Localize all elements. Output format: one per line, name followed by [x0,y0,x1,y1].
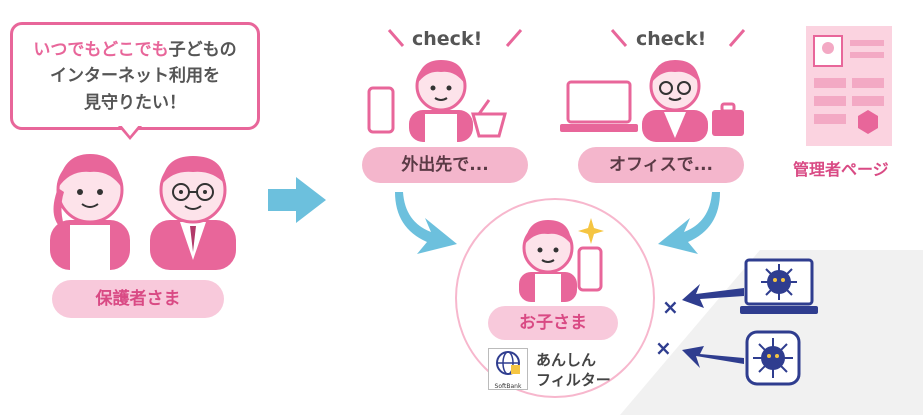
check-label-1: check! [412,28,483,50]
virus-icon [745,330,801,386]
admin-page-illustration [806,26,892,146]
blocked-mark-2: × [655,336,672,360]
mother-icon [409,60,473,142]
guardians-illustration [50,154,236,270]
admin-page-label: 管理者ページ [793,160,889,179]
filter-brand: SoftBank [494,383,522,390]
laptop-icon [560,80,638,132]
child-label: お子さま [488,306,618,340]
office-label: オフィスで... [578,147,744,183]
infected-laptop-icon [740,258,818,314]
filter-line2: フィルター [536,371,611,390]
curved-arrow-right-icon [658,192,720,254]
blocked-arrow-icon-2 [682,346,744,368]
globe-lock-icon [496,351,520,375]
bubble-line3: 見守りたい！ [84,92,186,113]
blocked-arrow-icon-1 [682,284,744,308]
speech-bubble: いつでもどこでも子どもの インターネット利用を 見守りたい！ [10,22,260,130]
check-rays-1 [387,29,523,47]
mother-icon [50,154,130,270]
child-icon [519,220,577,302]
father-icon [150,156,236,270]
blocked-mark-1: × [662,295,679,319]
curved-arrow-left-icon [395,192,457,254]
bubble-highlight: いつでもどこでも [33,40,169,60]
smartphone-icon [577,246,603,292]
check-rays-2 [610,29,746,47]
father-icon [642,60,708,142]
bubble-line1-rest: 子どもの [168,40,237,60]
bubble-line2: インターネット利用を [50,66,220,87]
shopping-basket-icon [471,99,507,138]
outdoor-scene-illustration [367,60,507,142]
sparkle-icon [578,218,604,244]
office-scene-illustration [560,60,744,142]
filter-badge: SoftBank [488,348,528,390]
filter-line1: あんしん [536,351,597,369]
outdoor-label: 外出先で... [362,147,528,183]
bubble-tail-inner [121,125,139,136]
child-illustration [519,218,604,302]
smartphone-icon [367,86,395,134]
right-arrow-icon [268,177,326,223]
check-label-2: check! [636,28,707,50]
guardians-label: 保護者さま [52,280,224,318]
briefcase-icon [712,102,744,136]
